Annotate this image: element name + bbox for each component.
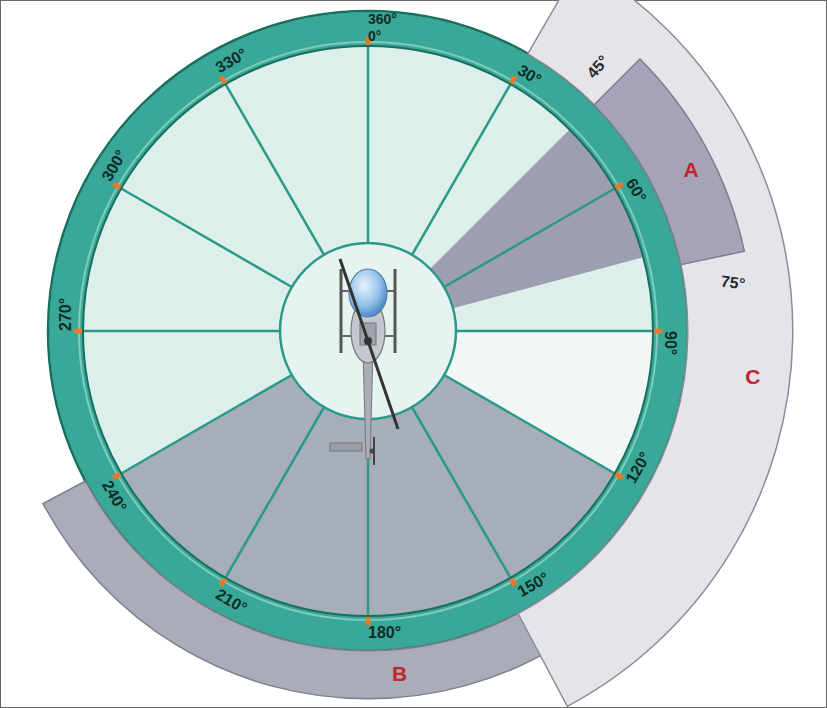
degree-label: 120°: [622, 478, 637, 487]
band-shape: [594, 59, 744, 265]
band-outline: [591, 56, 747, 268]
spoke-line: [226, 407, 325, 578]
spoke-line: [121, 189, 292, 288]
ring-stripe: [79, 42, 657, 620]
inner-disc: [83, 46, 653, 616]
compass-ring: [66, 29, 670, 633]
tick-mark: [654, 329, 662, 334]
tick-mark: [509, 577, 517, 586]
tick-mark: [219, 75, 227, 84]
degree-label: 150°: [515, 585, 524, 600]
ring-outer-edge: [48, 11, 688, 651]
spoke-line: [226, 84, 325, 255]
degree-label: 60°: [622, 176, 637, 185]
ring-inner-edge: [83, 46, 653, 616]
compass: [48, 11, 688, 651]
band-shape: [518, 0, 793, 706]
spoke-line: [456, 330, 653, 333]
tick-mark: [112, 182, 121, 190]
degree-label: 300°: [99, 176, 114, 185]
spoke-line: [121, 375, 292, 474]
tick-mark: [509, 75, 517, 84]
spoke-line: [83, 330, 280, 333]
degree-label: 240°: [99, 478, 114, 487]
degree-label: 210°: [213, 585, 222, 600]
tick-mark: [366, 617, 371, 625]
spoke-line: [412, 407, 511, 578]
ring-ticks: [74, 37, 662, 625]
tick-mark: [614, 472, 623, 480]
spoke-line: [412, 84, 511, 255]
spoke-line: [444, 189, 615, 288]
sector-band: A: [591, 56, 747, 268]
spoke-line: [367, 46, 370, 243]
helicopter: [330, 259, 398, 465]
spokes: [83, 46, 653, 616]
degree-label: 30°: [515, 62, 524, 77]
tick-mark: [74, 329, 82, 334]
tick-mark: [112, 472, 121, 480]
degree-label: 330°: [213, 62, 222, 77]
spoke-line: [444, 375, 615, 474]
